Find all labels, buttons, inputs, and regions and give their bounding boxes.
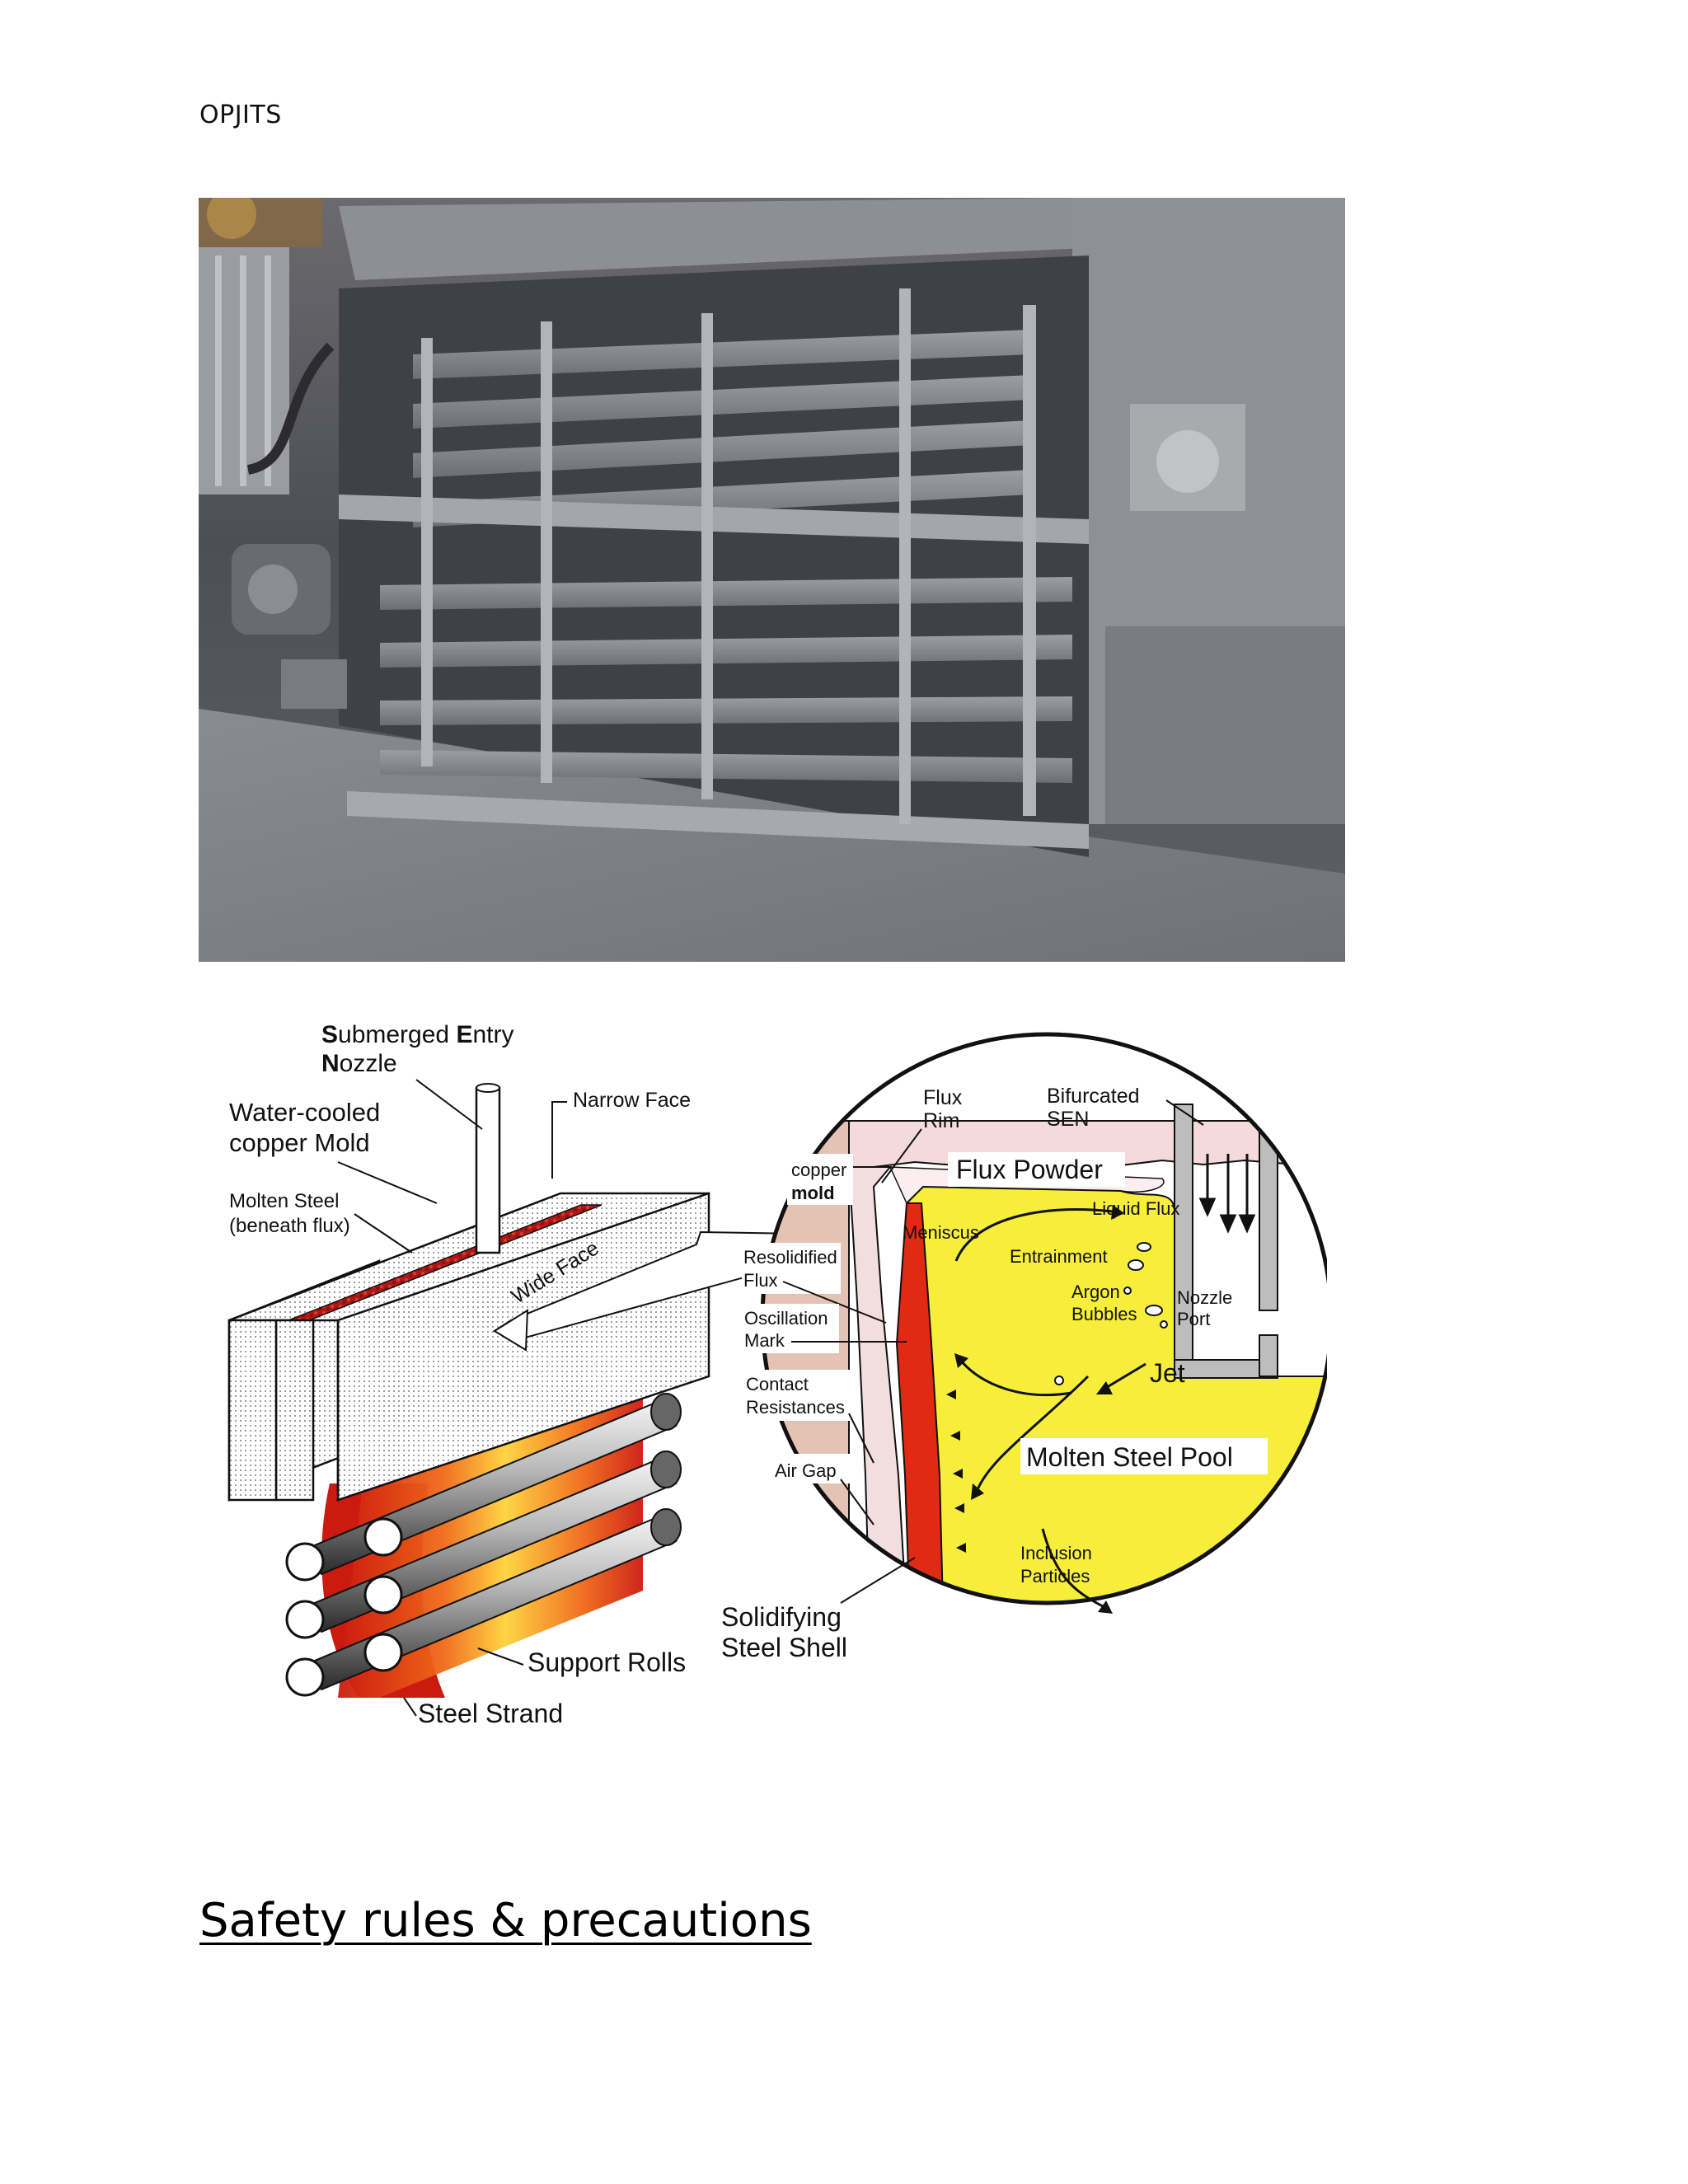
oscillation-label-1: Oscillation	[744, 1308, 828, 1329]
mould-photo	[199, 198, 1345, 962]
contact-label-2: Resistances	[746, 1397, 845, 1418]
liquid-flux-label: Liquid Flux	[1092, 1198, 1179, 1219]
nozzle-label-1: Nozzle	[1177, 1287, 1232, 1308]
inclusion-label-2: Particles	[1020, 1566, 1090, 1586]
oscillation-label-2: Mark	[744, 1330, 785, 1351]
argon-label-2: Bubbles	[1071, 1304, 1137, 1324]
support-rolls-label: Support Rolls	[528, 1647, 686, 1677]
contact-label-1: Contact	[746, 1374, 809, 1394]
meniscus-label: Meniscus	[903, 1222, 979, 1243]
steel-strand-label: Steel Strand	[418, 1699, 563, 1728]
mold-label-1: Water-cooled	[229, 1098, 380, 1127]
molten-pool-label: Molten Steel Pool	[1026, 1442, 1233, 1472]
copper-label-2: mold	[791, 1183, 835, 1203]
flux-powder-label: Flux Powder	[956, 1155, 1103, 1184]
copper-label-1: copper	[791, 1160, 846, 1180]
resolid-label-1: Resolidified	[743, 1247, 837, 1268]
shell-label-1: Solidifying	[721, 1602, 842, 1632]
casting-diagram: Submerged Entry Nozzle Narrow Face Water…	[227, 1021, 1327, 1728]
bifurcated-label-1: Bifurcated	[1047, 1085, 1140, 1108]
jet-label: Jet	[1150, 1358, 1185, 1388]
nozzle-label-2: Port	[1177, 1309, 1210, 1329]
molten-label-2: (beneath flux)	[229, 1215, 350, 1237]
flux-rim-label-1: Flux	[923, 1086, 963, 1109]
air-gap-label: Air Gap	[775, 1460, 837, 1481]
sen-label: Submerged Entry	[321, 1021, 513, 1048]
flux-rim-label-2: Rim	[923, 1109, 959, 1132]
inclusion-label-1: Inclusion	[1020, 1543, 1092, 1563]
entrainment-label: Entrainment	[1010, 1246, 1108, 1267]
bifurcated-label-2: SEN	[1047, 1108, 1089, 1131]
shell-label-2: Steel Shell	[721, 1633, 847, 1662]
page-header: OPJITS	[199, 101, 282, 129]
argon-label-1: Argon	[1071, 1282, 1120, 1302]
svg-text:Nozzle: Nozzle	[321, 1050, 397, 1077]
narrow-face-label: Narrow Face	[573, 1089, 691, 1112]
resolid-label-2: Flux	[743, 1270, 778, 1291]
mold-label-2: copper Mold	[229, 1128, 370, 1157]
section-heading: Safety rules & precautions	[199, 1894, 812, 1947]
molten-label-1: Molten Steel	[229, 1190, 339, 1212]
